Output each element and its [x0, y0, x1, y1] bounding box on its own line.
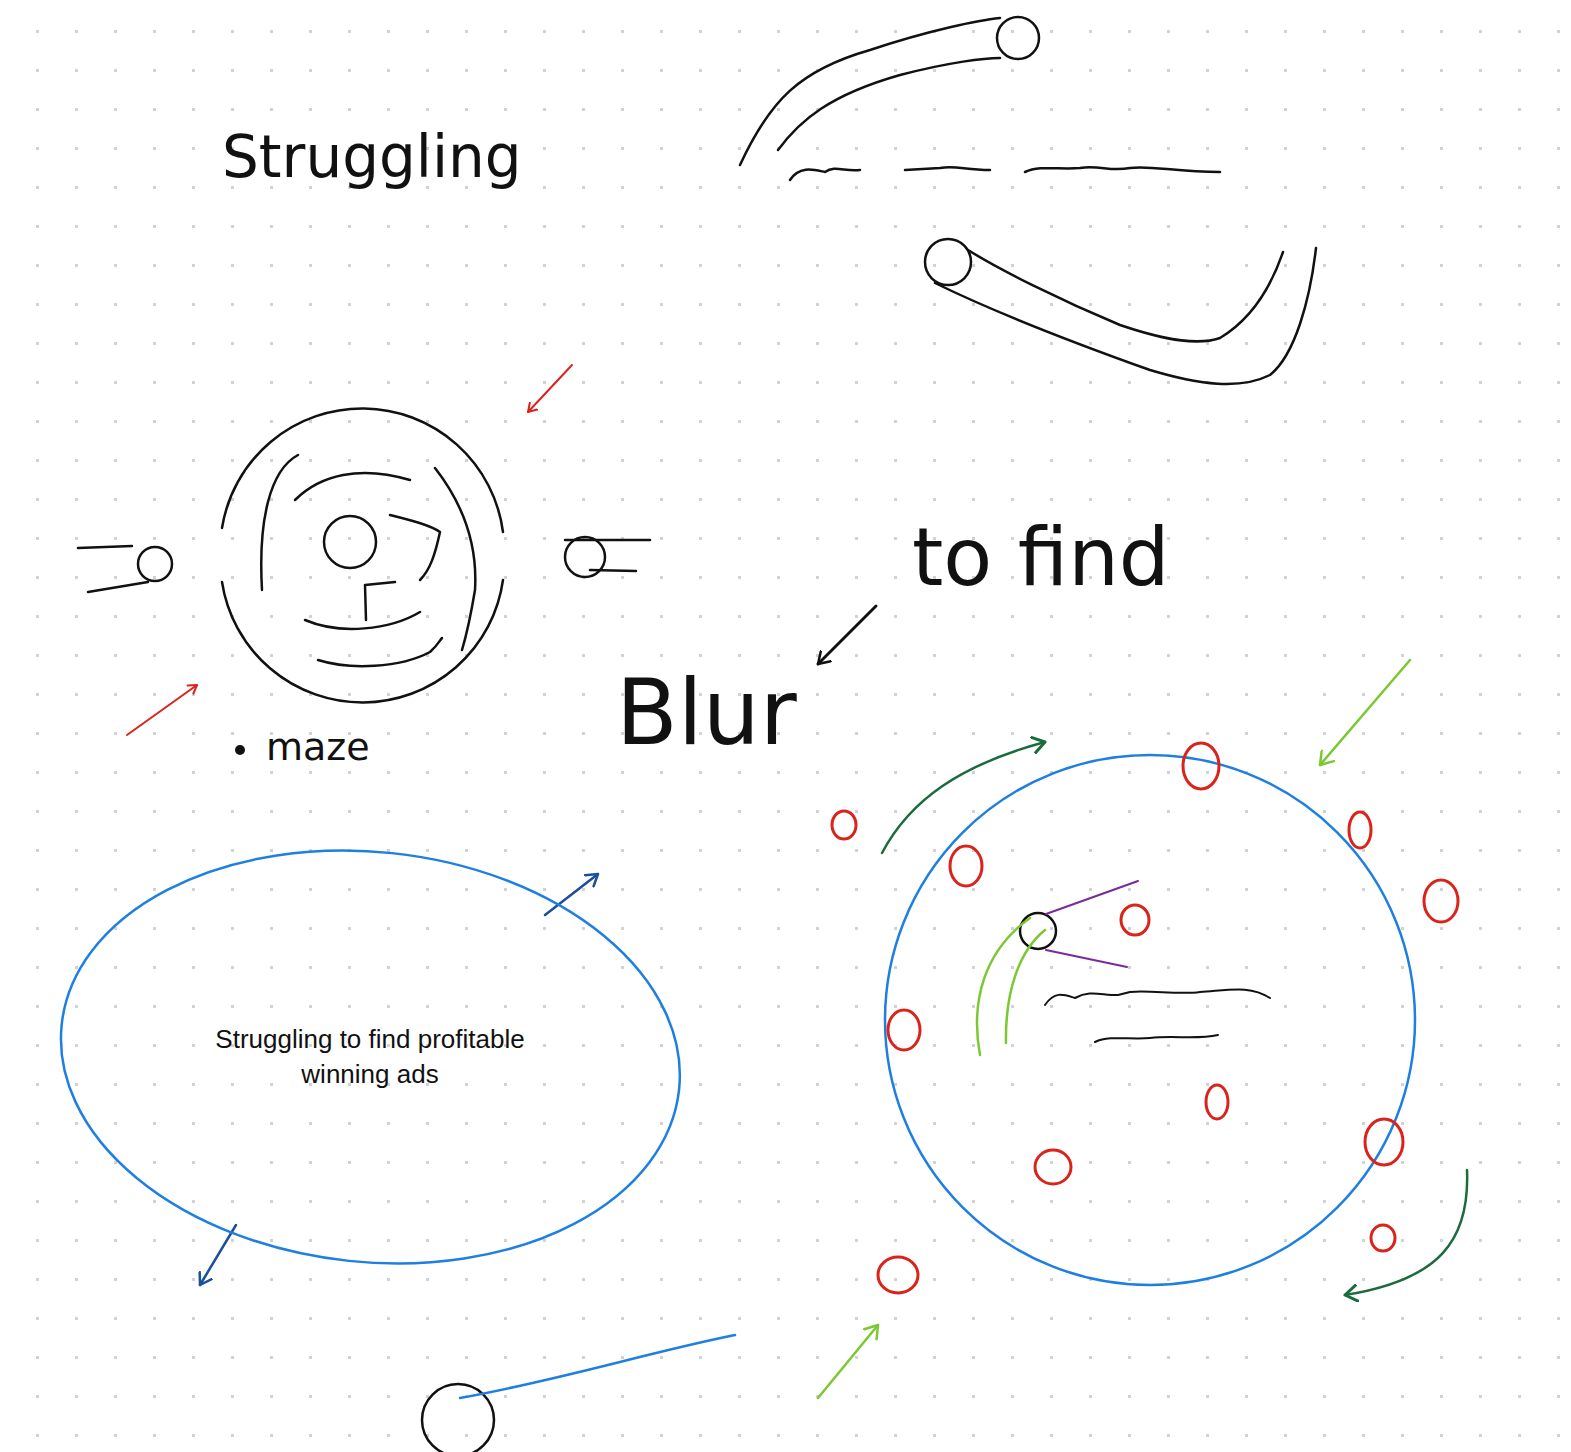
ellipse-outline	[58, 850, 683, 1264]
tube-sketch	[740, 17, 1316, 384]
node-text: Struggling to find profitable winning ad…	[170, 1022, 570, 1092]
maze-sketch	[78, 408, 650, 702]
bullet-dot	[235, 745, 245, 755]
pointer-arrow	[818, 606, 876, 664]
blue-line	[460, 1335, 735, 1398]
handwritten-word: Struggling	[222, 128, 522, 186]
expand-arrow	[545, 874, 598, 915]
red-arrow	[528, 365, 572, 412]
bullet-note: maze	[266, 728, 370, 766]
handwritten-word: to find	[912, 518, 1170, 598]
expand-arrow	[200, 1225, 236, 1285]
handwritten-word: Blur	[616, 668, 797, 758]
ideas-circle-sketch	[818, 660, 1467, 1398]
idea-ellipse: Struggling to find profitable winning ad…	[58, 850, 683, 1264]
red-arrow	[127, 685, 197, 735]
